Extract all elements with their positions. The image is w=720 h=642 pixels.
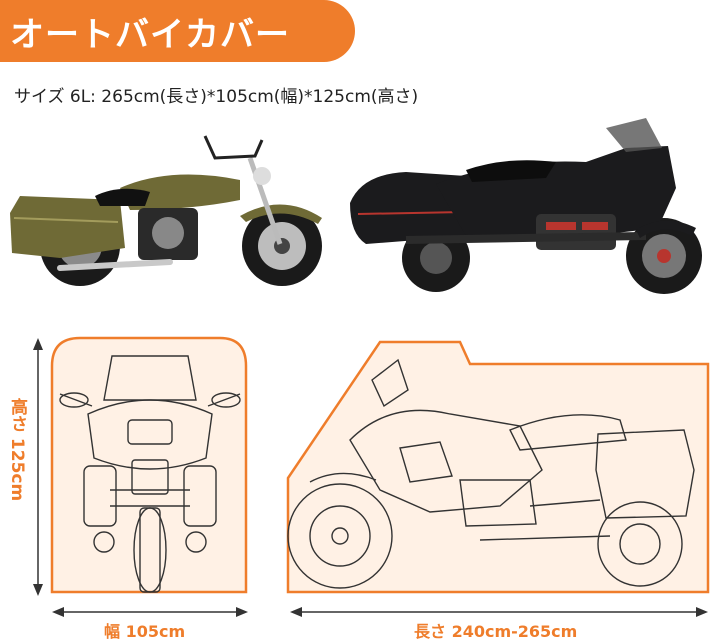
side-view-diagram	[280, 330, 720, 642]
size-info: サイズ 6L: 265cm(長さ)*105cm(幅)*125cm(高さ)	[14, 87, 419, 107]
width-label: 幅 105cm	[104, 622, 186, 641]
touring-motorcycle-photo	[346, 118, 718, 298]
height-label: 高さ 125cm	[7, 398, 27, 502]
title-banner: オートバイカバー	[0, 0, 355, 62]
page-title: オートバイカバー	[10, 14, 290, 55]
front-view-diagram	[0, 330, 280, 642]
cruiser-motorcycle-photo	[0, 118, 340, 290]
length-label: 長さ 240cm-265cm	[414, 622, 578, 641]
